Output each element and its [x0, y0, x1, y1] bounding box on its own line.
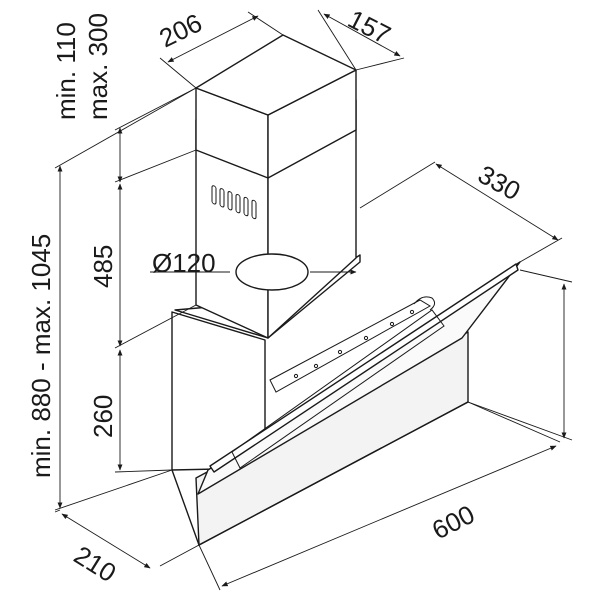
- body-bottom-edge: [171, 469, 200, 546]
- dim-line-210: [61, 513, 151, 569]
- dim-line-157: [323, 13, 401, 57]
- filter-strip-dots: [293, 309, 415, 379]
- label-157: 157: [343, 4, 395, 50]
- dim-line-206: [167, 15, 259, 63]
- canopy-edge: [209, 263, 519, 473]
- label-diameter-120: Ø120: [152, 248, 216, 278]
- label-overall-height: min. 880 - max. 1045: [26, 234, 56, 478]
- dim-line-330: [435, 163, 559, 241]
- hood-body: [171, 254, 521, 546]
- label-210: 210: [69, 540, 122, 588]
- duct-outlet: [235, 253, 309, 291]
- vent-slot-icon: [211, 185, 257, 220]
- dimension-labels: 206 157 min. 110 max. 300 485 260 min. 8…: [26, 4, 526, 588]
- label-260: 260: [88, 395, 118, 438]
- dimension-lines: [54, 9, 573, 591]
- label-max-300: max. 300: [83, 13, 113, 120]
- filter-strip: [269, 299, 431, 393]
- dim-line-600: [221, 445, 557, 587]
- chimney: [195, 34, 357, 339]
- label-600: 600: [427, 499, 479, 545]
- label-485: 485: [88, 245, 118, 288]
- motor-cover: [413, 296, 436, 311]
- label-min-110: min. 110: [51, 22, 81, 120]
- label-330: 330: [473, 159, 525, 206]
